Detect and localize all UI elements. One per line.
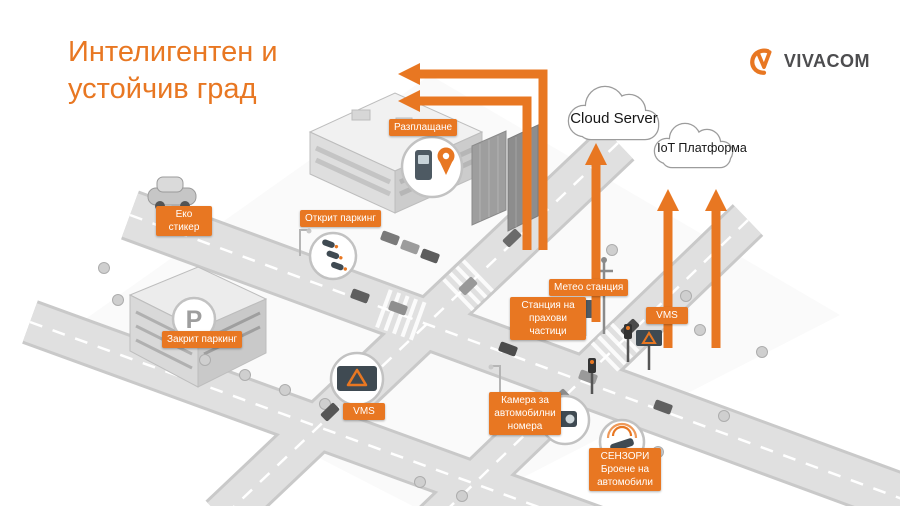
cloud-server-label: Cloud Server <box>570 110 658 127</box>
vivacom-wordmark: VIVACOM <box>783 51 870 71</box>
eco-sticker-label: Еко стикер <box>156 206 212 236</box>
iot-platform-shape <box>653 122 734 169</box>
open-parking-label: Открит паркинг <box>300 210 381 227</box>
iot-platform-label: IoT Платформа <box>657 141 747 155</box>
sensors-title: СЕНЗОРИ <box>600 451 650 462</box>
vivacom-logo: VIVACOM <box>749 48 870 75</box>
slide-title: Интелигентен и устойчив град <box>68 34 278 108</box>
vms-left-label: VMS <box>343 403 385 420</box>
vivacom-swoosh-icon <box>750 48 772 75</box>
signal-waves-icon <box>606 422 638 439</box>
title-line-1: Интелигентен и <box>68 36 278 68</box>
street-lamp <box>299 228 312 256</box>
payment-callout <box>400 135 464 199</box>
cloud-server-shape <box>567 85 660 141</box>
car <box>320 402 340 422</box>
parking-sensors-icon <box>322 239 347 271</box>
parked-car <box>420 248 440 264</box>
sensors-text: Броене на автомобили <box>597 464 653 488</box>
traffic-light <box>624 324 632 362</box>
street-furniture <box>299 228 662 394</box>
car <box>502 228 522 248</box>
road-network <box>22 125 900 506</box>
weather-station-label: Метео станция <box>549 279 629 296</box>
car <box>498 341 518 357</box>
plate-camera-label: Камера за автомобилни номера <box>489 392 561 435</box>
location-pin-icon <box>437 147 455 175</box>
closed-parking-label: Закрит паркинг <box>162 331 243 348</box>
uplink-arrows <box>398 63 727 348</box>
car <box>653 399 673 415</box>
eco-sticker-car <box>147 176 197 211</box>
vms-right-display <box>636 330 662 370</box>
parking-meter-icon <box>415 150 432 180</box>
parking-p-symbol: P <box>186 306 203 334</box>
arrow-uplink-top <box>398 63 548 250</box>
parked-car <box>380 230 400 246</box>
arrow-uplink-bottom <box>398 90 532 250</box>
closed-parking-callout: P <box>171 296 217 342</box>
sensors-label: СЕНЗОРИ Броене на автомобили <box>589 448 661 491</box>
clouds <box>567 85 734 169</box>
open-parking-callout <box>308 231 358 281</box>
car <box>350 288 370 304</box>
payment-label: Разплащане <box>389 119 458 136</box>
dust-station-label: Станция на прахови частици <box>510 297 586 340</box>
vms-left-callout <box>329 351 385 407</box>
street-lamp <box>488 364 501 392</box>
parked-car <box>400 239 420 255</box>
vms-right-label: VMS <box>646 307 688 324</box>
traffic-light <box>588 358 596 394</box>
title-line-2: устойчив град <box>68 73 257 105</box>
car <box>458 276 478 296</box>
car <box>388 300 408 316</box>
